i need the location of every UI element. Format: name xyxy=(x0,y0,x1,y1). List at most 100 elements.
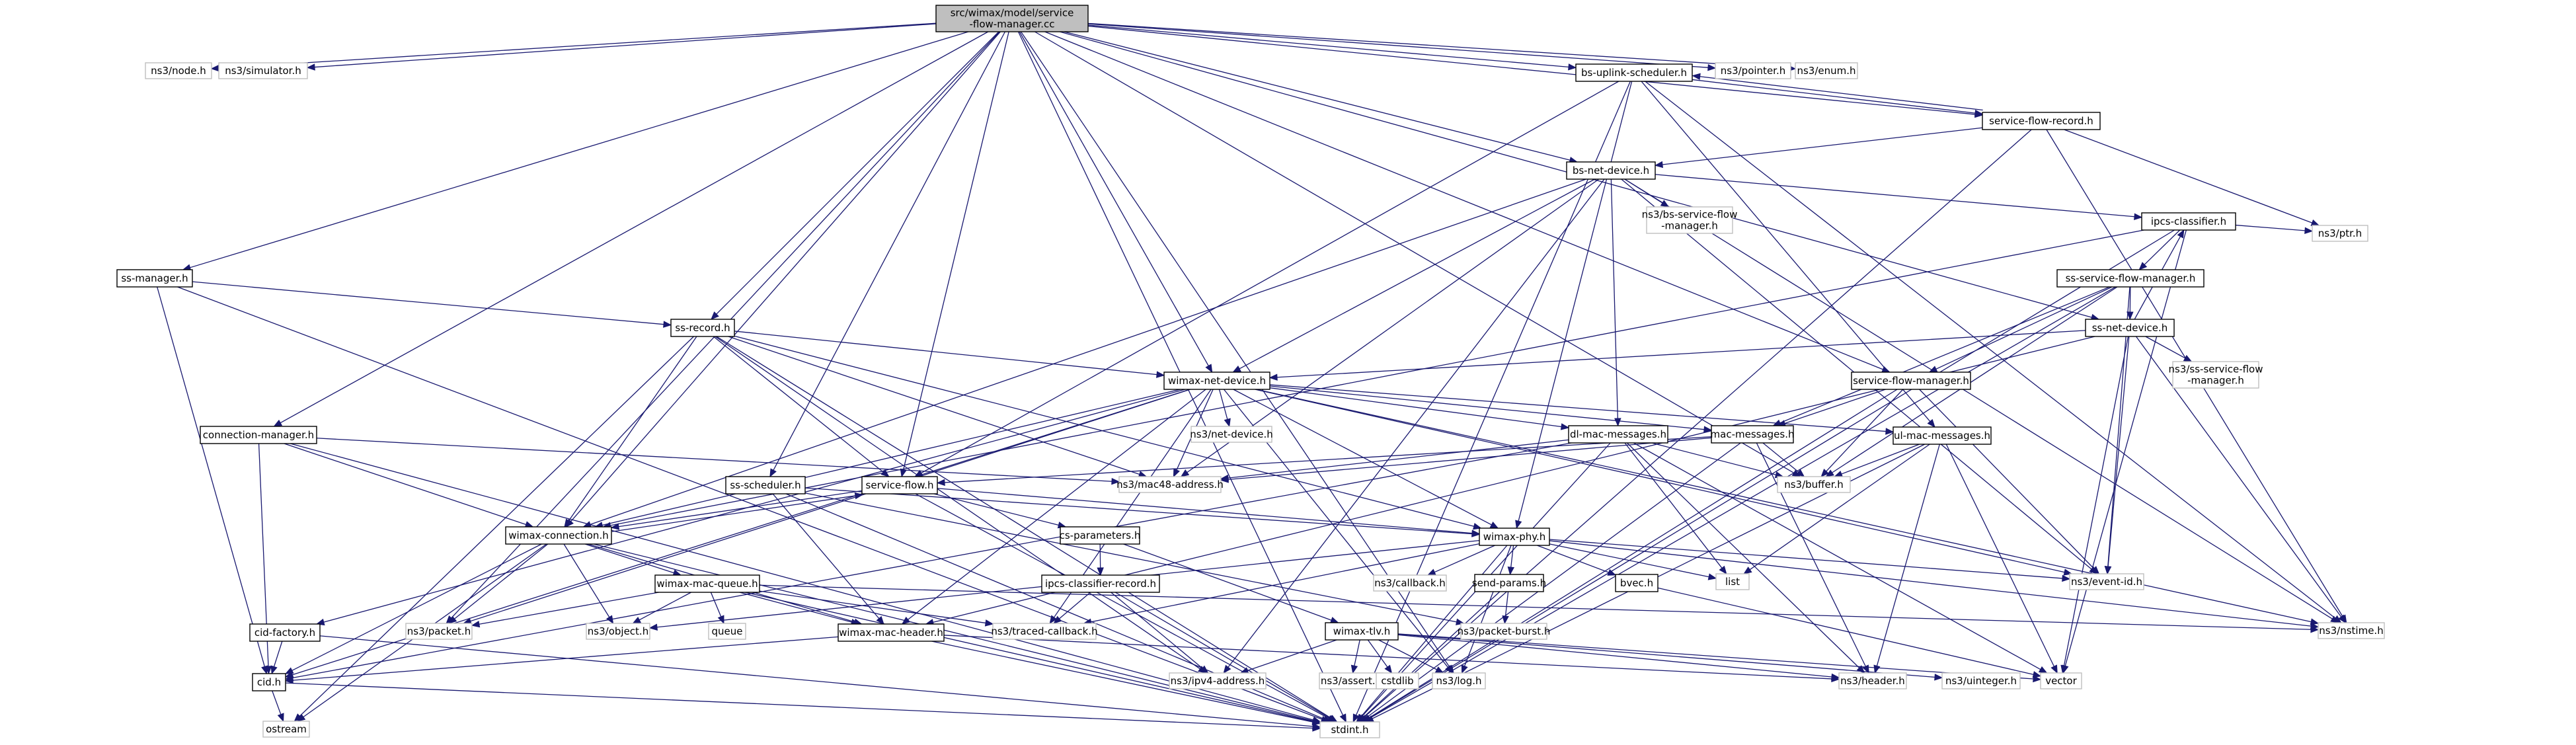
node-label: ns3/callback.h xyxy=(1374,577,1446,589)
node-root[interactable]: src/wimax/model/service-flow-manager.cc xyxy=(935,5,1089,32)
node-cid[interactable]: cid.h xyxy=(252,673,286,691)
node-callback[interactable]: ns3/callback.h xyxy=(1373,574,1447,592)
node-wimaxnet[interactable]: wimax-net-device.h xyxy=(1163,372,1270,390)
node-pointer[interactable]: ns3/pointer.h xyxy=(1715,62,1791,79)
node-buffer[interactable]: ns3/buffer.h xyxy=(1777,476,1851,493)
node-queue[interactable]: queue xyxy=(708,623,746,640)
edge-machdr-to-header xyxy=(943,635,1832,680)
node-label: ns3/event-id.h xyxy=(2071,576,2142,588)
node-tracedcb[interactable]: ns3/traced-callback.h xyxy=(991,623,1098,640)
node-box xyxy=(838,623,945,642)
node-box xyxy=(2172,361,2259,389)
node-node[interactable]: ns3/node.h xyxy=(145,62,212,79)
edge-arrowhead-packet xyxy=(471,620,481,628)
node-bsuplink[interactable]: bs-uplink-scheduler.h xyxy=(1575,63,1693,82)
node-box xyxy=(1777,476,1851,493)
node-machdr[interactable]: wimax-mac-header.h xyxy=(838,623,945,642)
node-label: ss-net-device.h xyxy=(2092,322,2168,334)
edge-arrowhead-stdint xyxy=(1312,725,1321,732)
node-connmgr[interactable]: connection-manager.h xyxy=(200,426,317,444)
node-wimaxconn[interactable]: wimax-connection.h xyxy=(505,526,612,545)
node-tlv[interactable]: wimax-tlv.h xyxy=(1325,622,1399,641)
node-vector[interactable]: vector xyxy=(2040,672,2082,689)
edge-arrowhead-vector xyxy=(2033,675,2042,683)
node-ipcs[interactable]: ipcs-classifier.h xyxy=(2141,212,2236,231)
node-sfrecord[interactable]: service-flow-record.h xyxy=(1982,112,2101,130)
node-box xyxy=(1982,112,2101,130)
node-csparams[interactable]: cs-parameters.h xyxy=(1060,526,1141,545)
edge-arrowhead-cstdlib xyxy=(1384,664,1393,674)
edge-macmsg-to-serviceflow xyxy=(944,436,1712,483)
node-box xyxy=(935,5,1089,32)
node-header[interactable]: ns3/header.h xyxy=(1838,672,1907,689)
node-serviceflow[interactable]: service-flow.h xyxy=(861,476,938,494)
node-ptr[interactable]: ns3/ptr.h xyxy=(2312,225,2368,242)
node-label: ns3/buffer.h xyxy=(1784,479,1844,490)
edge-arrowhead-vector xyxy=(2050,664,2058,674)
node-box xyxy=(586,623,650,640)
edge-arrowhead-packetburst xyxy=(1502,615,1509,625)
node-simulator[interactable]: ns3/simulator.h xyxy=(218,62,308,79)
node-ssscheduler[interactable]: ss-scheduler.h xyxy=(725,476,806,494)
edge-root-to-enum xyxy=(1087,22,1789,69)
node-ostream[interactable]: ostream xyxy=(262,721,310,738)
edge-arrowhead-ipv4 xyxy=(1200,665,1209,674)
edge-ulmac-to-header xyxy=(1876,444,1940,666)
edge-arrowhead-stdint xyxy=(1311,718,1321,726)
edge-root-to-ssmanager xyxy=(190,31,969,268)
node-cstdlib[interactable]: cstdlib xyxy=(1376,672,1419,689)
node-label: vector xyxy=(2045,675,2077,687)
edge-arrowhead-wimaxphy xyxy=(1471,529,1481,537)
node-box xyxy=(505,526,612,545)
node-bssfm[interactable]: ns3/bs-service-flow-manager.h xyxy=(1642,206,1738,234)
node-object[interactable]: ns3/object.h xyxy=(586,623,650,640)
node-log[interactable]: ns3/log.h xyxy=(1432,672,1486,689)
edge-bsnet-to-mac48 xyxy=(1187,178,1600,473)
node-sendparams[interactable]: send-params.h xyxy=(1472,574,1546,592)
node-netdevice[interactable]: ns3/net-device.h xyxy=(1190,426,1273,443)
node-macqueue[interactable]: wimax-mac-queue.h xyxy=(654,574,760,593)
edge-ipcsrecord-to-ipv4 xyxy=(1111,592,1203,669)
node-ssmanager[interactable]: ss-manager.h xyxy=(116,269,193,288)
node-bsnet[interactable]: bs-net-device.h xyxy=(1566,161,1656,180)
node-packet[interactable]: ns3/packet.h xyxy=(405,623,473,640)
edge-sendparams-to-packetburst xyxy=(1504,591,1509,617)
edge-wimaxconn-to-object xyxy=(563,543,610,617)
node-label: ns3/packet.h xyxy=(407,625,471,637)
node-mac48[interactable]: ns3/mac48-address.h xyxy=(1116,476,1224,493)
node-eventid[interactable]: ns3/event-id.h xyxy=(2069,573,2144,590)
edge-macmsg-to-mac48 xyxy=(1228,437,1712,481)
node-ipcsrecord[interactable]: ipcs-classifier-record.h xyxy=(1041,574,1160,593)
node-box xyxy=(1615,574,1659,592)
node-bvec[interactable]: bvec.h xyxy=(1615,574,1659,592)
node-sssfm[interactable]: ss-service-flow-manager.h xyxy=(2056,269,2205,288)
node-nsssfm[interactable]: ns3/ss-service-flow-manager.h xyxy=(2169,361,2263,389)
node-ulmac[interactable]: ul-mac-messages.h xyxy=(1893,426,1992,445)
edge-arrowhead-vector xyxy=(2038,666,2048,674)
node-label: bs-net-device.h xyxy=(1573,165,1649,176)
edge-arrowhead-tracedcb xyxy=(1049,615,1058,625)
node-ssrecord[interactable]: ss-record.h xyxy=(670,319,735,337)
node-uinteger[interactable]: ns3/uinteger.h xyxy=(1941,672,2021,689)
node-list[interactable]: list xyxy=(1715,573,1750,590)
node-label: service-flow-record.h xyxy=(1989,115,2093,127)
node-label: ns3/net-device.h xyxy=(1190,428,1273,440)
node-wimaxphy[interactable]: wimax-phy.h xyxy=(1479,528,1550,546)
edge-sfm-to-macmsg xyxy=(1784,389,1886,424)
edge-arrowhead-header xyxy=(1873,664,1881,674)
node-ssnet[interactable]: ss-net-device.h xyxy=(2085,319,2175,337)
node-macmsg[interactable]: mac-messages.h xyxy=(1711,425,1795,444)
node-nsassert[interactable]: ns3/assert.h xyxy=(1319,672,1384,689)
node-stdint[interactable]: stdint.h xyxy=(1319,721,1380,738)
node-dlmac[interactable]: dl-mac-messages.h xyxy=(1568,425,1668,444)
node-box xyxy=(1060,526,1140,545)
node-cidfactory[interactable]: cid-factory.h xyxy=(249,623,321,642)
node-enum[interactable]: ns3/enum.h xyxy=(1795,62,1858,79)
edge-root-to-pointer xyxy=(1087,23,1709,68)
node-packetburst[interactable]: ns3/packet-burst.h xyxy=(1458,623,1551,640)
node-sfm[interactable]: service-flow-manager.h xyxy=(1851,372,1971,390)
node-ipv4[interactable]: ns3/ipv4-address.h xyxy=(1169,672,1267,689)
edge-ssrecord-to-serviceflow xyxy=(713,336,884,473)
node-nstime[interactable]: ns3/nstime.h xyxy=(2318,622,2385,639)
edge-bsuplink-to-nstime xyxy=(1645,81,2336,619)
